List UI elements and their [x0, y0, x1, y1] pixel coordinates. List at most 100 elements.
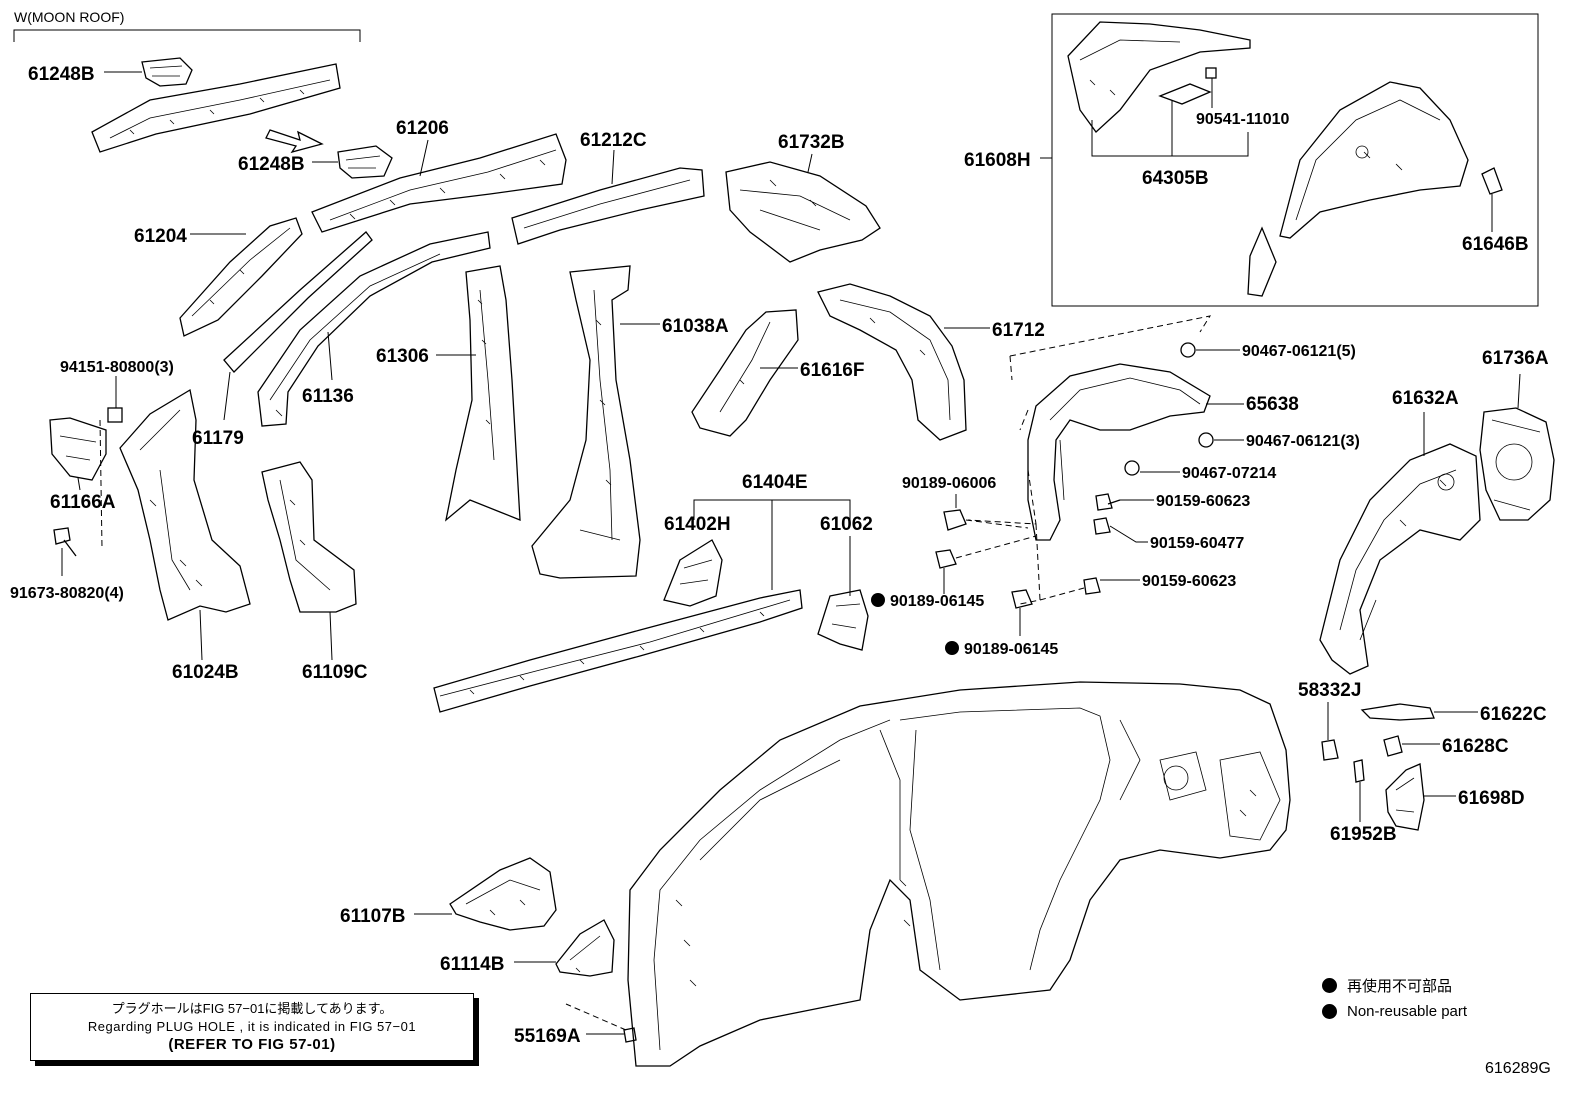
- fastener-90159a[interactable]: 90159-60623: [1095, 493, 1250, 511]
- hole-icon: [1355, 145, 1369, 159]
- part-91673[interactable]: 91673-80820(4): [10, 527, 124, 602]
- part-61136[interactable]: 61136: [257, 231, 491, 427]
- part-94151[interactable]: 94151-80800(3): [60, 359, 174, 423]
- callout-61952B: 61952B: [1330, 824, 1397, 845]
- part-61024B[interactable]: 61024B: [119, 388, 251, 683]
- part-moonroof-header[interactable]: [91, 63, 341, 153]
- part-61306[interactable]: 61306: [376, 265, 521, 522]
- part-61166A-detail: [59, 435, 97, 461]
- part-61632A[interactable]: 61632A: [1319, 388, 1481, 675]
- part-moonroof-header-shape: [91, 63, 341, 153]
- clip-90467b-icon: [1198, 432, 1214, 448]
- callout-61114B: 61114B: [440, 954, 504, 975]
- non-reusable-dot-icon: [1322, 977, 1337, 993]
- dash-61166A: [99, 419, 103, 549]
- body-side-rear-detail: [1219, 751, 1281, 841]
- clip-90189c-icon: [1011, 589, 1033, 609]
- leader-61736A: [1517, 373, 1521, 409]
- part-61166A[interactable]: 61166A: [49, 417, 116, 549]
- callout-55169A: 55169A: [514, 1026, 581, 1047]
- fastener-90467b[interactable]: 90467-06121(3): [1198, 432, 1360, 450]
- part-61622C[interactable]: 61622C: [1360, 703, 1547, 725]
- part-61306-detail: [477, 289, 495, 461]
- callout-61109C: 61109C: [302, 662, 368, 683]
- part-61107B-detail: [465, 879, 541, 916]
- part-61212C[interactable]: 61212C: [511, 130, 705, 245]
- part-61166A-shape: [49, 417, 107, 481]
- callout-61024B: 61024B: [172, 662, 239, 683]
- part-61206[interactable]: 61206: [311, 118, 567, 233]
- callout-64305B: 64305B: [1142, 168, 1209, 189]
- part-61114B[interactable]: 61114B: [440, 919, 615, 977]
- non-reusable-dot-icon-2: [945, 641, 959, 655]
- part-61204[interactable]: 61204: [134, 217, 303, 337]
- part-61179[interactable]: 61179: [192, 231, 373, 449]
- legend-text-jp: 再使用不可部品: [1347, 977, 1453, 995]
- figure-id: 616289G: [1485, 1060, 1551, 1077]
- part-61136-shape: [257, 231, 491, 427]
- callout-61616F: 61616F: [800, 360, 864, 381]
- fastener-90159c[interactable]: 90159-60623: [1039, 573, 1236, 601]
- part-61736A-detail: [1491, 419, 1541, 511]
- part-61212C-shape: [511, 167, 705, 245]
- callout-61646B: 61646B: [1462, 234, 1529, 255]
- part-61024B-detail: [139, 409, 203, 591]
- callout-61248B-top: 61248B: [28, 64, 95, 85]
- fastener-90189b[interactable]: 90189-06145: [871, 568, 984, 610]
- bracket-64305B: [1091, 120, 1249, 157]
- part-61402H[interactable]: 61402H: [663, 514, 731, 607]
- callout-61608H[interactable]: 61608H: [964, 150, 1031, 171]
- part-61732B[interactable]: 61732B: [725, 132, 881, 263]
- leader-61732B: [807, 153, 813, 173]
- callout-61736A: 61736A: [1482, 348, 1549, 369]
- part-61248B-mid[interactable]: 61248B: [238, 145, 393, 179]
- fastener-90467c[interactable]: 90467-07214: [1124, 460, 1276, 482]
- fastener-90189c[interactable]: 90189-06145: [945, 589, 1058, 658]
- part-61107B[interactable]: 61107B: [340, 857, 557, 931]
- part-55169A[interactable]: 55169A: [514, 1003, 637, 1047]
- part-61952B[interactable]: 61952B: [1330, 759, 1397, 845]
- note-line-ref[interactable]: (REFER TO FIG 57-01): [168, 1036, 336, 1053]
- part-body-side-outer[interactable]: [627, 681, 1291, 1067]
- dash-clip: [955, 535, 1037, 559]
- callout-61712: 61712: [992, 320, 1045, 341]
- part-61616F-shape: [691, 309, 799, 437]
- part-61306-shape: [445, 265, 521, 522]
- part-61404E-shape: [433, 589, 803, 713]
- leader-61166A: [77, 477, 81, 491]
- part-61622C-shape: [1360, 703, 1435, 721]
- part-61616F[interactable]: 61616F: [691, 309, 864, 437]
- part-61732B-detail: [739, 179, 851, 231]
- part-inset-lower-shape: [1247, 226, 1277, 297]
- part-61404E-group[interactable]: 61404E: [433, 472, 851, 713]
- legend-row-en: Non-reusable part: [1322, 998, 1467, 1024]
- part-61628C[interactable]: 61628C: [1383, 735, 1509, 757]
- part-61114B-shape: [555, 919, 615, 977]
- part-65638[interactable]: 65638: [967, 315, 1299, 605]
- body-side-holes: [675, 879, 911, 987]
- fastener-90159b[interactable]: 90159-60477: [1093, 517, 1244, 552]
- callout-61107B: 61107B: [340, 906, 406, 927]
- part-61712[interactable]: 61712: [817, 283, 1045, 441]
- legend-row-jp: 再使用不可部品: [1322, 972, 1467, 998]
- part-61136-detail: [269, 253, 441, 417]
- callout-90467c: 90467-07214: [1182, 465, 1276, 482]
- callout-90189a: 90189-06006: [902, 475, 996, 492]
- body-side-door-openings: [653, 707, 1207, 1051]
- fastener-90467a[interactable]: 90467-06121(5): [1180, 342, 1356, 360]
- part-61698D[interactable]: 61698D: [1385, 763, 1525, 831]
- part-61062[interactable]: 61062: [817, 514, 873, 651]
- part-61038A-shape: [531, 265, 641, 579]
- callout-90159c: 90159-60623: [1142, 573, 1236, 590]
- callout-94151: 94151-80800(3): [60, 359, 174, 376]
- part-61038A[interactable]: 61038A: [531, 265, 729, 579]
- part-61109C[interactable]: 61109C: [261, 461, 368, 683]
- part-61736A[interactable]: 61736A: [1479, 348, 1555, 521]
- callout-61212C: 61212C: [580, 130, 647, 151]
- fastener-90189a[interactable]: 90189-06006: [902, 475, 996, 531]
- part-61248B-top[interactable]: 61248B: [28, 57, 193, 87]
- part-58332J[interactable]: 58332J: [1298, 680, 1361, 761]
- part-61402H-shape: [663, 539, 723, 607]
- part-61038A-detail: [579, 289, 621, 541]
